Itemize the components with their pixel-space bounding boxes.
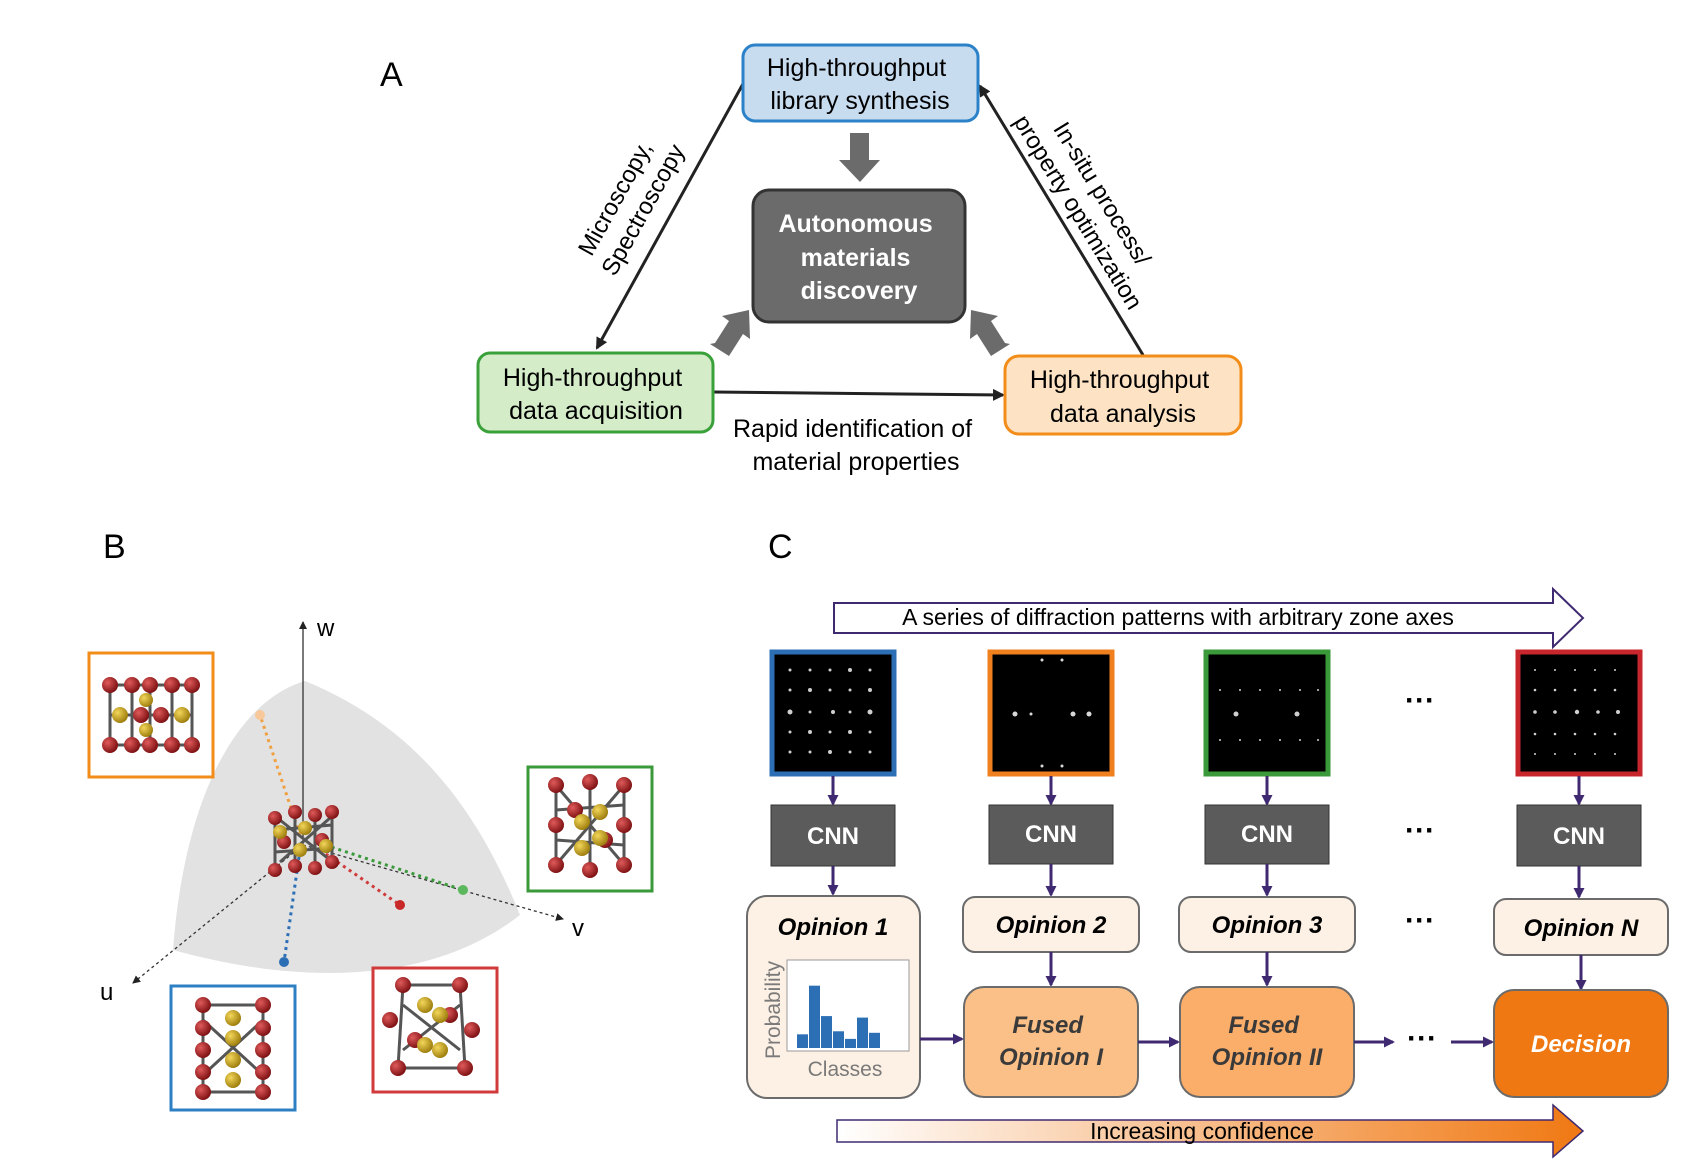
ellipsis-chain: ··· — [1407, 1022, 1437, 1055]
autonomous-box — [751, 188, 967, 324]
orange-crystal — [102, 677, 200, 753]
up-left-block-arrow — [970, 310, 1010, 356]
histogram-bar — [845, 1038, 856, 1048]
histogram-ylabel: Probability — [762, 960, 785, 1059]
confidence-arrow — [836, 1103, 1585, 1159]
autonomous-box-text: Autonomous materials discovery — [778, 210, 939, 305]
stereographic-triangle — [173, 681, 520, 973]
cnn-box-1 — [770, 804, 896, 867]
histogram-bar — [833, 1031, 844, 1048]
ellipsis-cnn: ··· — [1405, 814, 1435, 847]
blue-orientation-line — [282, 849, 302, 963]
acquisition-box — [476, 351, 715, 434]
fused-1-line-1: Fused — [1012, 1012, 1084, 1039]
fused-opinion-1-text: Fused Opinion I — [999, 1012, 1104, 1071]
series-arrow-text: A series of diffraction patterns with ar… — [902, 604, 1454, 630]
red-orientation-dot — [395, 900, 405, 910]
left-edge-label: Microscopy, Spectroscopy — [570, 125, 690, 280]
decision-label: Decision — [1531, 1031, 1631, 1058]
cnn-label-n: CNN — [1553, 823, 1605, 850]
acquisition-box-text: High-throughput data acquisition — [503, 364, 689, 425]
green-orientation-line — [324, 843, 464, 892]
axis-v-label: v — [572, 915, 584, 942]
analysis-box-text: High-throughput data analysis — [1030, 366, 1216, 428]
diffraction-pattern-1 — [769, 649, 897, 777]
opinion-1-label: Opinion 1 — [778, 914, 889, 941]
down-block-arrow — [839, 133, 880, 182]
bottom-edge-line-2: material properties — [752, 448, 959, 476]
histogram-bar — [797, 1034, 808, 1048]
ellipsis-opinions: ··· — [1405, 904, 1435, 937]
decision-box — [1493, 989, 1669, 1098]
green-orientation-dot — [458, 885, 468, 895]
blue-crystal — [195, 997, 271, 1100]
green-crystal — [548, 774, 632, 878]
histogram-bar — [821, 1016, 832, 1048]
axis-u-label: u — [100, 979, 113, 1006]
autonomous-line-3: discovery — [801, 277, 918, 305]
arrow-synthesis-to-acquisition — [595, 81, 746, 350]
panel-a: A High-throughput library synthesis Auto… — [380, 43, 1243, 476]
bottom-edge-label: Rapid identification of material propert… — [733, 415, 979, 476]
cnn-label-1: CNN — [807, 823, 859, 850]
synthesis-box-text: High-throughput library synthesis — [767, 54, 953, 115]
synthesis-line-1: High-throughput — [767, 54, 946, 82]
central-crystal — [268, 805, 339, 877]
synthesis-box — [741, 43, 980, 123]
axis-w-label: w — [316, 615, 335, 642]
cnn-label-2: CNN — [1025, 821, 1077, 848]
analysis-box — [1003, 354, 1243, 436]
autonomous-line-2: materials — [801, 244, 911, 272]
histogram-bar — [869, 1032, 880, 1048]
cnn-box-3 — [1204, 804, 1330, 865]
fused-2-line-2: Opinion II — [1212, 1044, 1324, 1071]
histogram-xlabel: Classes — [808, 1058, 883, 1081]
arrow-analysis-to-synthesis — [978, 84, 1145, 356]
diffraction-pattern-3 — [1203, 649, 1331, 777]
opinion-n-label: Opinion N — [1524, 915, 1639, 942]
diffraction-pattern-n — [1515, 649, 1643, 777]
arrow-acquisition-to-analysis — [712, 388, 1005, 401]
cnn-box-2 — [988, 804, 1114, 865]
panel-b: B w v u — [87, 528, 654, 1112]
fused-opinion-2-text: Fused Opinion II — [1212, 1012, 1324, 1071]
panel-a-label: A — [380, 56, 403, 94]
panel-b-label: B — [103, 528, 126, 566]
opinion-2-label: Opinion 2 — [996, 912, 1107, 939]
panel-c: C A series of diffraction patterns with … — [746, 528, 1669, 1159]
blue-orientation-dot — [279, 957, 289, 967]
confidence-arrow-text: Increasing confidence — [1090, 1118, 1314, 1144]
opinion-3-label: Opinion 3 — [1212, 912, 1323, 939]
bottom-edge-line-1: Rapid identification of — [733, 415, 972, 443]
red-crystal — [382, 977, 480, 1076]
panel-c-label: C — [768, 528, 793, 566]
up-right-block-arrow — [710, 310, 750, 356]
right-edge-label: In-situ process/ property optimization — [1008, 95, 1173, 315]
diffraction-pattern-2 — [987, 649, 1115, 777]
autonomous-line-1: Autonomous — [778, 210, 932, 238]
analysis-line-2: data analysis — [1050, 400, 1196, 428]
synthesis-line-2: library synthesis — [770, 87, 949, 115]
fused-opinion-2-box — [1179, 986, 1355, 1098]
fused-opinion-1-box — [963, 986, 1139, 1098]
histogram-bar — [809, 985, 820, 1048]
series-arrow — [833, 586, 1585, 650]
ellipsis-images: ··· — [1405, 684, 1435, 717]
cnn-label-3: CNN — [1241, 821, 1293, 848]
histogram-bars — [797, 985, 880, 1048]
cnn-box-n — [1516, 804, 1642, 867]
histogram-bar — [857, 1017, 868, 1048]
acquisition-line-2: data acquisition — [509, 397, 683, 425]
fused-1-line-2: Opinion I — [999, 1044, 1104, 1071]
acquisition-line-1: High-throughput — [503, 364, 682, 392]
fused-2-line-1: Fused — [1228, 1012, 1300, 1039]
orange-orientation-dot — [255, 710, 265, 720]
analysis-line-1: High-throughput — [1030, 366, 1209, 394]
